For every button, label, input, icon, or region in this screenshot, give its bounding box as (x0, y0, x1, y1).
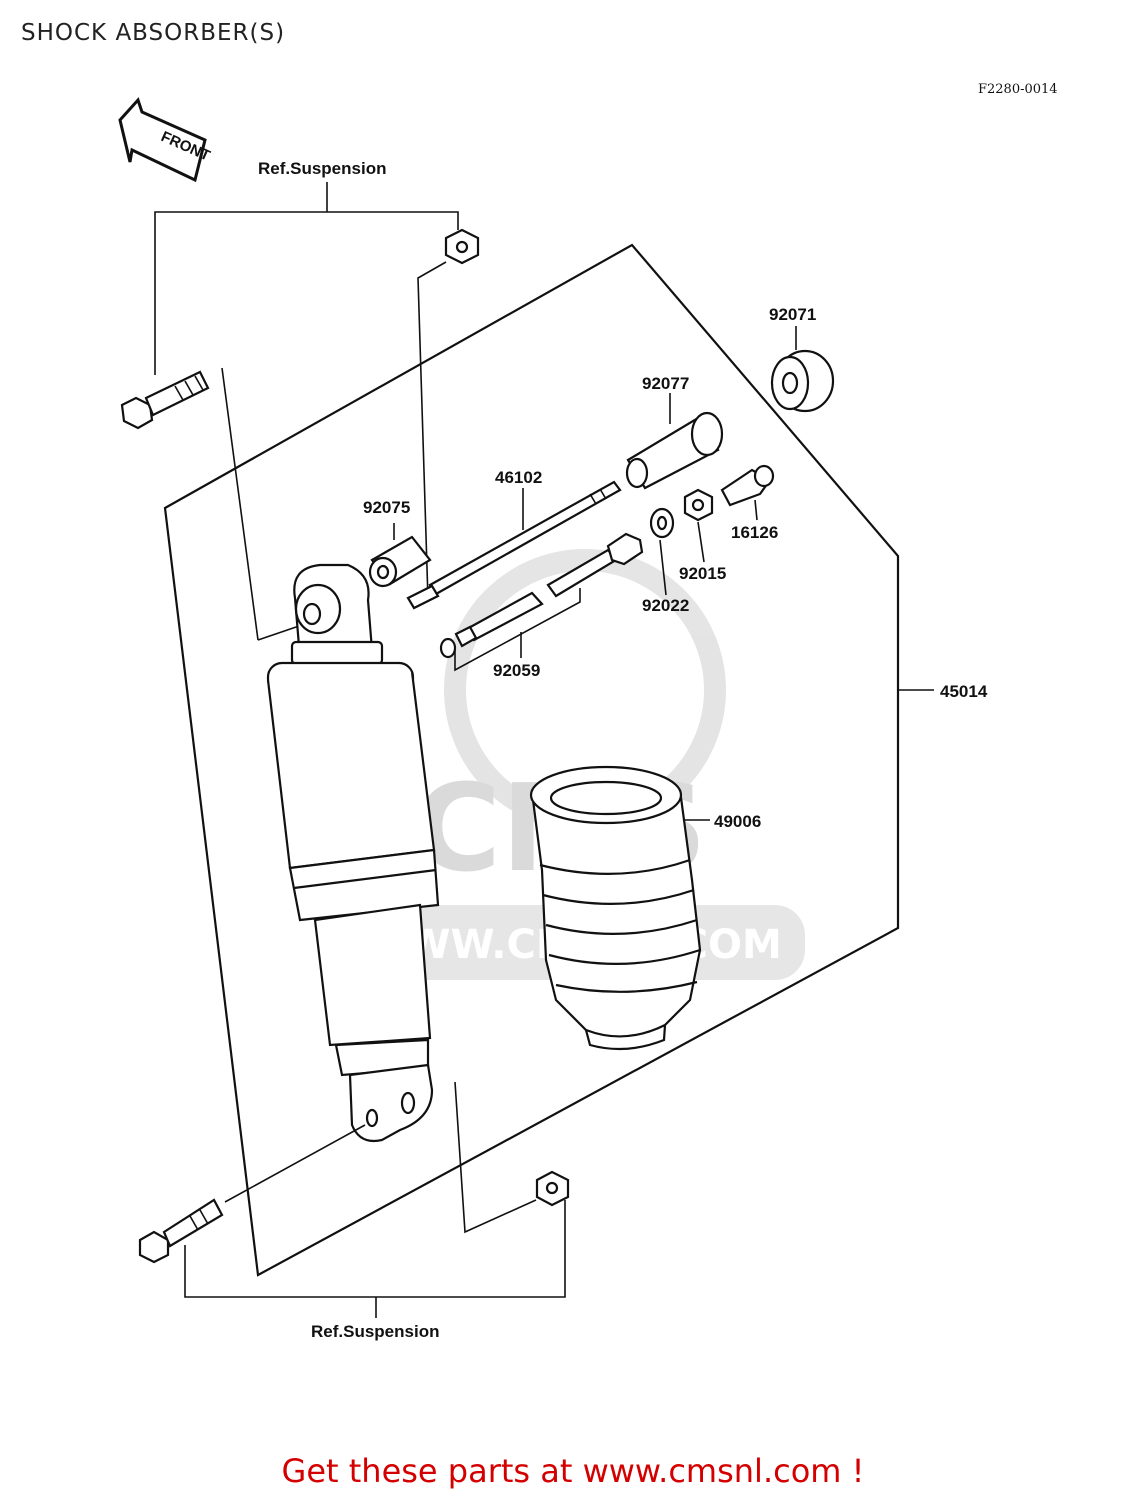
label-45014: 45014 (940, 682, 988, 701)
diagram-code: F2280-0014 (978, 82, 1058, 97)
bottom-bolt (138, 1198, 224, 1264)
assembly-outline-45014 (163, 243, 900, 1277)
boot-49006 (529, 765, 702, 1051)
page-title: SHOCK ABSORBER(S) (21, 20, 286, 46)
washer-92022 (649, 507, 675, 539)
parts-diagram: CMS WWW.CMSNL.COM FRONT Ref.Suspension R… (118, 97, 988, 1341)
rubber-92071 (770, 349, 835, 413)
label-92071: 92071 (769, 305, 816, 324)
ref-bracket-bottom (184, 1200, 566, 1318)
label-46102: 46102 (495, 468, 542, 487)
ref-suspension-bottom: Ref.Suspension (311, 1322, 439, 1341)
label-92015: 92015 (679, 564, 726, 583)
ref-bracket-top (154, 182, 459, 375)
nut-92015 (683, 488, 714, 522)
collar-92077 (625, 411, 724, 490)
bolt-46102 (406, 480, 622, 610)
label-92022: 92022 (642, 596, 689, 615)
top-nut (444, 228, 480, 265)
bottom-nut (535, 1170, 570, 1207)
label-16126: 16126 (731, 523, 778, 542)
fitting-16126 (720, 464, 775, 507)
label-92077: 92077 (642, 374, 689, 393)
front-arrow: FRONT (118, 97, 212, 183)
label-49006: 49006 (714, 812, 761, 831)
ref-suspension-top: Ref.Suspension (258, 159, 386, 178)
pins-92059 (439, 532, 644, 659)
footer-link[interactable]: Get these parts at www.cmsnl.com ! (281, 1452, 865, 1490)
top-bolt (120, 370, 210, 430)
label-92075: 92075 (363, 498, 410, 517)
bushing-92075 (368, 535, 432, 588)
label-92059: 92059 (493, 661, 540, 680)
shock-absorber (266, 563, 440, 1143)
